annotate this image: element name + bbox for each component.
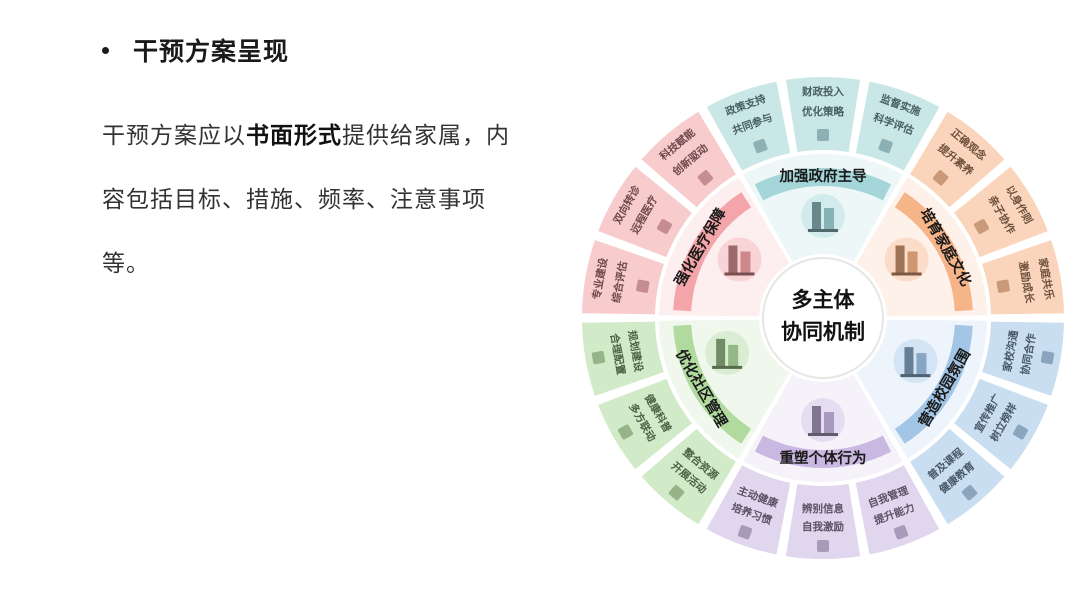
clipboard-icon xyxy=(636,279,650,293)
classroom-icon xyxy=(893,339,938,384)
playground-icon xyxy=(591,350,606,365)
multi-subject-wheel-diagram: 政策支持共同参与财政投入优化策略监督实施科学评估加强政府主导正确观念提升素养以身… xyxy=(580,75,1066,561)
outer-cell-community-1 xyxy=(638,425,739,528)
sector-band-family xyxy=(894,192,973,312)
tech-icon xyxy=(697,170,714,186)
slide-title: 干预方案呈现 xyxy=(100,30,520,70)
outer-cell-family-1 xyxy=(907,108,1008,211)
sector-band-medical xyxy=(673,192,752,312)
person-icon xyxy=(801,398,845,442)
doctor-icon xyxy=(657,219,672,234)
body-text-post: 提供给家属，内容包括目标、措施、频率、注意事项等。 xyxy=(102,123,510,277)
sector-band-community xyxy=(673,324,752,444)
outer-cell-medical-3 xyxy=(638,108,739,211)
sector-band-gov xyxy=(754,168,892,201)
house-icon xyxy=(884,237,929,282)
slide-title-text: 干预方案呈现 xyxy=(133,37,290,66)
hospital-icon xyxy=(717,237,762,282)
book-icon xyxy=(753,138,768,154)
report-icon xyxy=(878,138,893,154)
outer-cell-line1: 辨别信息 xyxy=(802,502,844,515)
outer-cell-line2: 自我激励 xyxy=(802,520,844,533)
body-text-pre: 干预方案应以 xyxy=(102,123,246,149)
outer-cell-community-2 xyxy=(595,376,695,473)
group-icon xyxy=(618,424,634,440)
sector-band-individual xyxy=(754,435,892,468)
running-icon xyxy=(737,525,753,540)
sector-band-school xyxy=(894,324,973,444)
cycling-icon xyxy=(705,330,750,375)
outer-cell-individual-2 xyxy=(783,481,863,561)
outer-cell-gov-3 xyxy=(853,79,943,174)
outer-cell-individual-1 xyxy=(853,462,943,557)
outer-cell-school-2 xyxy=(951,376,1051,473)
center-title-line1: 多主体 xyxy=(792,288,856,312)
outer-cell-medical-1 xyxy=(580,237,667,317)
brain-icon xyxy=(932,170,949,186)
sector-label-individual: 重塑个体行为 xyxy=(780,449,867,467)
standing-person-icon xyxy=(817,540,829,552)
body-paragraph: 干预方案应以书面形式提供给家属，内容包括目标、措施、频率、注意事项等。 xyxy=(102,104,522,296)
money-icon xyxy=(817,129,829,141)
outer-cell-school-1 xyxy=(979,319,1066,399)
family-icon xyxy=(996,279,1010,293)
outer-cell-gov-1 xyxy=(703,79,793,174)
bullet-icon xyxy=(102,46,109,54)
outer-cell-family-2 xyxy=(951,163,1051,260)
buildings-icon xyxy=(801,194,845,238)
outer-cell-individual-3 xyxy=(703,462,793,557)
graduation-cap-icon xyxy=(1012,424,1028,440)
center-circle-border xyxy=(762,257,884,379)
outer-cell-community-3 xyxy=(580,319,667,399)
people-icon xyxy=(1040,350,1055,365)
outer-cell-family-3 xyxy=(979,237,1066,317)
outer-cell-gov-2 xyxy=(783,75,863,155)
center-title-line2: 协同机制 xyxy=(781,320,865,344)
teacher-icon xyxy=(961,485,978,501)
walking-icon xyxy=(668,485,685,501)
outer-cell-line2: 优化策略 xyxy=(802,105,844,118)
outer-cell-medical-2 xyxy=(595,163,695,260)
outer-cell-school-3 xyxy=(907,425,1008,528)
handshake-icon xyxy=(974,219,989,234)
body-text-bold: 书面形式 xyxy=(246,122,342,149)
trend-up-icon xyxy=(893,525,909,540)
sector-label-gov: 加强政府主导 xyxy=(779,167,867,185)
outer-cell-line1: 财政投入 xyxy=(801,85,844,98)
